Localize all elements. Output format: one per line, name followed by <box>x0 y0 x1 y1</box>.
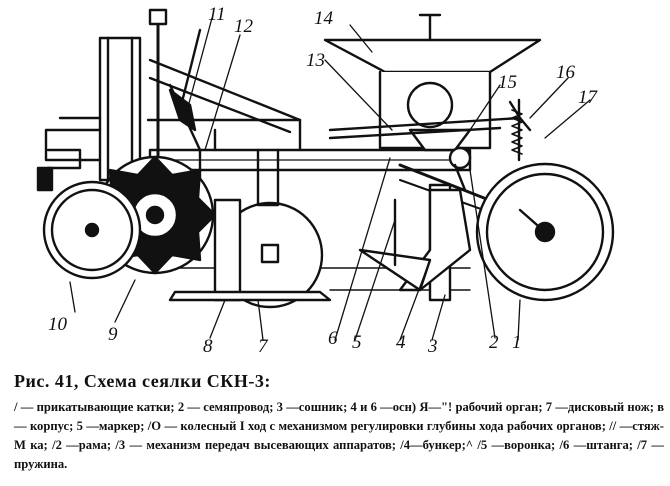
label-11: 11 <box>208 4 226 25</box>
label-3: 3 <box>427 336 438 357</box>
figure-title: Рис. 41, Схема сеялки СКН-3: <box>14 371 271 391</box>
share <box>358 183 472 302</box>
label-5: 5 <box>352 332 362 353</box>
figure-caption: Рис. 41, Схема сеялки СКН-3: / — прикаты… <box>14 371 664 474</box>
label-14: 14 <box>314 8 334 29</box>
spring <box>511 109 523 155</box>
label-12: 12 <box>234 16 254 37</box>
label-17: 17 <box>578 87 599 108</box>
label-4: 4 <box>396 332 406 353</box>
figure-legend: / — прикатывающие катки; 2 — семяпровод;… <box>14 400 664 471</box>
label-6: 6 <box>328 328 338 349</box>
label-8: 8 <box>203 336 213 357</box>
body-8 <box>168 148 332 302</box>
label-10: 10 <box>48 314 68 335</box>
label-2: 2 <box>489 332 499 353</box>
label-7: 7 <box>258 336 269 357</box>
seeder-diagram: 1 2 3 4 5 6 7 8 9 10 11 12 13 14 15 16 1… <box>36 4 615 357</box>
label-9: 9 <box>108 324 118 345</box>
front-hitch <box>36 36 142 192</box>
label-1: 1 <box>512 332 522 353</box>
wheel-left <box>42 180 142 280</box>
label-15: 15 <box>498 72 517 93</box>
press-wheel-right <box>475 162 615 302</box>
label-13: 13 <box>306 50 325 71</box>
label-16: 16 <box>556 62 576 83</box>
leader-lines <box>69 17 591 341</box>
